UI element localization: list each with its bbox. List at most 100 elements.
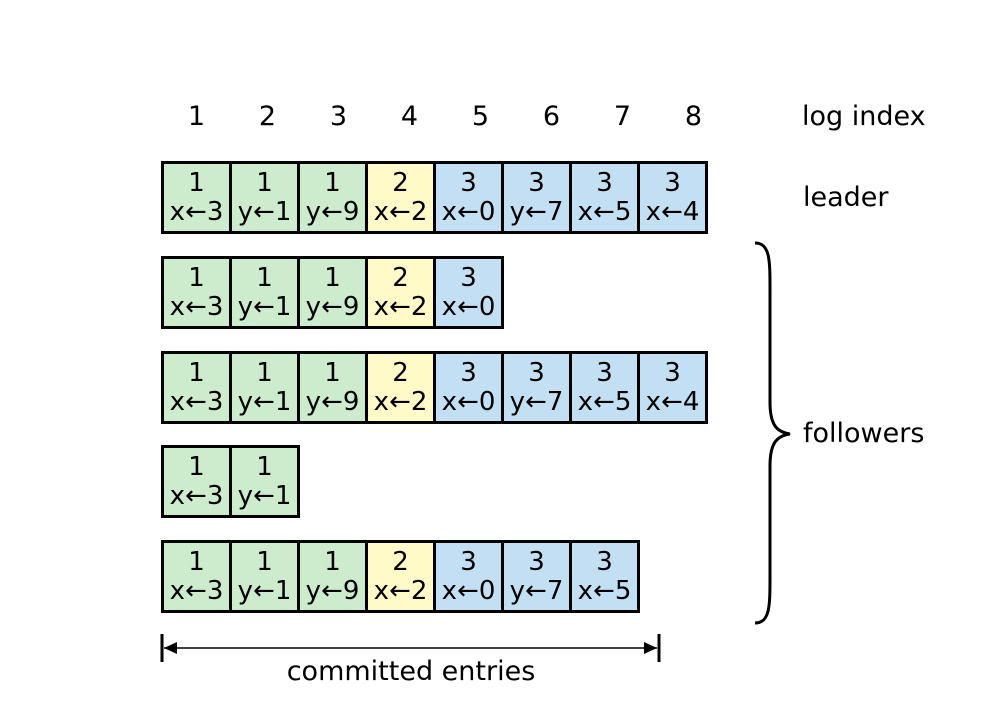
entry-command: x←0: [441, 291, 496, 322]
entry-command: x←2: [373, 291, 428, 322]
followers-label: followers: [803, 418, 925, 449]
log-index-number: 8: [684, 101, 703, 132]
entry-term: 2: [392, 357, 409, 388]
entry-term: 1: [256, 357, 273, 388]
log-index-number: 4: [400, 101, 419, 132]
entry-term: 3: [528, 357, 545, 388]
entry-term: 1: [188, 451, 205, 482]
entry-term: 3: [664, 167, 681, 198]
log-index-number: 5: [471, 101, 490, 132]
entry-command: y←7: [509, 386, 564, 417]
entry-term: 1: [324, 357, 341, 388]
entry-command: x←3: [169, 196, 224, 227]
entry-term: 1: [256, 546, 273, 577]
entry-command: y←1: [237, 480, 292, 511]
entry-command: y←9: [305, 196, 360, 227]
entry-command: y←7: [509, 575, 564, 606]
entry-command: x←0: [441, 386, 496, 417]
leader-label: leader: [803, 182, 889, 213]
entry-command: x←2: [373, 575, 428, 606]
entry-term: 3: [664, 357, 681, 388]
entry-term: 3: [528, 167, 545, 198]
entry-command: x←5: [577, 575, 632, 606]
entry-command: x←3: [169, 291, 224, 322]
entry-term: 3: [460, 167, 477, 198]
entry-command: y←9: [305, 575, 360, 606]
log-index-label: log index: [802, 101, 926, 132]
committed-left-arrowhead: [164, 642, 177, 654]
entry-term: 1: [256, 451, 273, 482]
entry-command: y←1: [237, 575, 292, 606]
entry-term: 3: [460, 357, 477, 388]
entry-term: 3: [460, 546, 477, 577]
entry-command: x←2: [373, 196, 428, 227]
followers-brace: [754, 241, 791, 625]
entry-command: x←3: [169, 480, 224, 511]
entry-command: y←1: [237, 291, 292, 322]
entry-term: 1: [188, 546, 205, 577]
entry-command: y←7: [509, 196, 564, 227]
entry-command: x←5: [577, 196, 632, 227]
entry-command: x←3: [169, 386, 224, 417]
entry-command: x←2: [373, 386, 428, 417]
entry-term: 3: [596, 357, 613, 388]
entry-command: x←4: [645, 386, 700, 417]
entry-command: x←0: [441, 575, 496, 606]
entry-term: 3: [528, 546, 545, 577]
entry-command: x←5: [577, 386, 632, 417]
log-index-number: 6: [542, 101, 561, 132]
entry-term: 1: [324, 262, 341, 293]
entry-term: 1: [188, 167, 205, 198]
entry-term: 2: [392, 262, 409, 293]
log-index-number: 2: [258, 101, 277, 132]
entry-term: 3: [596, 167, 613, 198]
entry-command: y←1: [237, 386, 292, 417]
entry-term: 3: [596, 546, 613, 577]
entry-term: 1: [188, 357, 205, 388]
entry-term: 1: [324, 167, 341, 198]
entry-term: 3: [460, 262, 477, 293]
entry-term: 1: [188, 262, 205, 293]
entry-term: 2: [392, 167, 409, 198]
entry-term: 1: [256, 167, 273, 198]
entry-command: x←0: [441, 196, 496, 227]
entry-command: y←1: [237, 196, 292, 227]
committed-right-arrowhead: [644, 642, 657, 654]
log-index-number: 1: [187, 101, 206, 132]
entry-term: 2: [392, 546, 409, 577]
entry-command: x←4: [645, 196, 700, 227]
log-index-number: 7: [613, 101, 632, 132]
entry-command: y←9: [305, 291, 360, 322]
entry-command: x←3: [169, 575, 224, 606]
committed-entries-label: committed entries: [286, 656, 536, 687]
